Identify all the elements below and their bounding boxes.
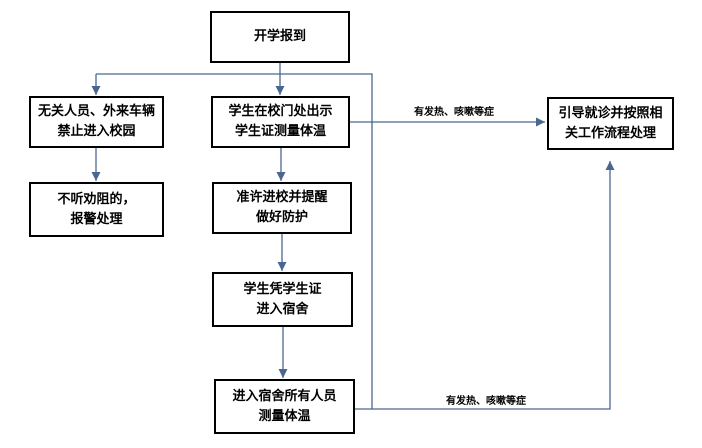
node-dorm-check: 进入宿舍所有人员 测量体温 [214, 379, 355, 434]
edge-label-fever-dorm: 有发热、咳嗽等症 [446, 396, 526, 407]
connector-distribution-line [96, 73, 373, 409]
node-referral: 引导就诊并按照相 关工作流程处理 [547, 97, 674, 150]
node-refuse: 不听劝阻的， 报警处理 [29, 182, 164, 237]
edge-label-fever-gate: 有发热、咳嗽等症 [414, 107, 494, 118]
node-outsiders: 无关人员、外来车辆 禁止进入校园 [29, 96, 164, 148]
connector-dorm-check-to-referral [355, 161, 615, 410]
node-start: 开学报到 [210, 11, 350, 63]
node-permit: 准许进校并提醒 做好防护 [212, 182, 352, 234]
node-dorm-entry: 学生凭学生证 进入宿舍 [212, 272, 353, 327]
node-gate-check: 学生在校门处出示 学生证测量体温 [211, 96, 350, 148]
